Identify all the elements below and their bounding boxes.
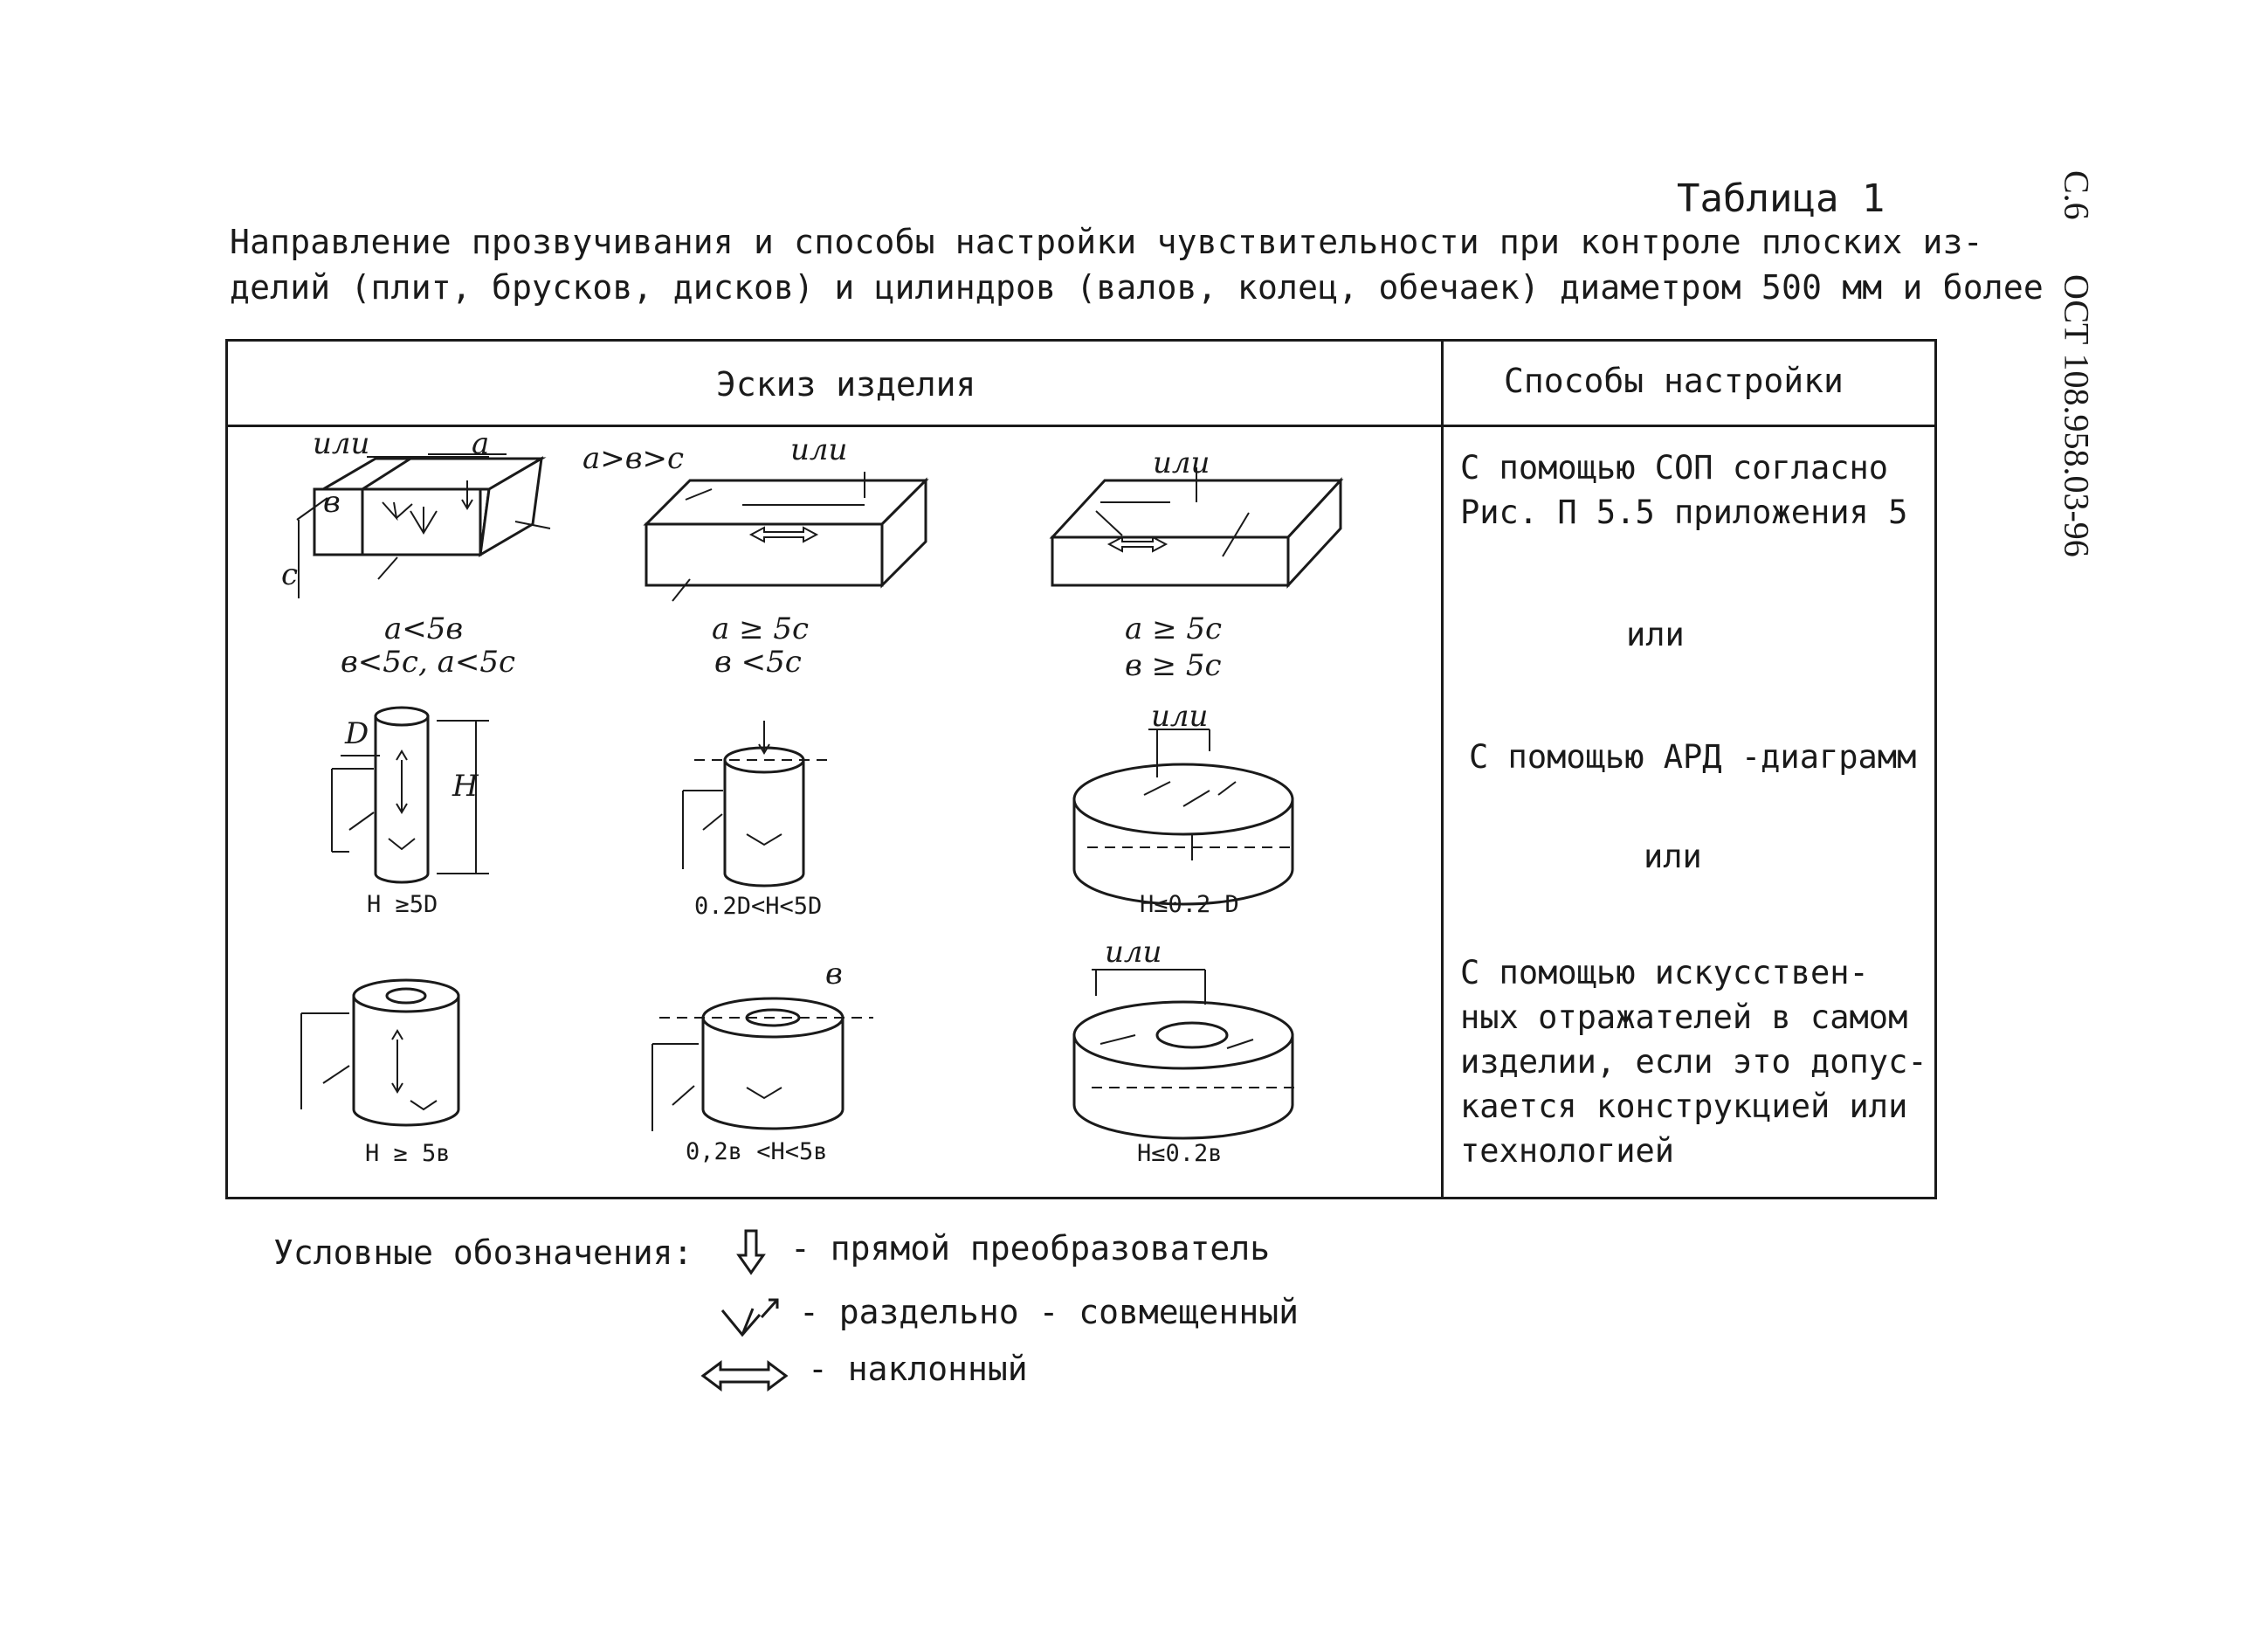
method-3-line-1: С помощью искусствен- — [1460, 954, 1869, 991]
sketch-tube-tall — [300, 978, 460, 1127]
header-sketch: Эскиз изделия — [716, 365, 976, 404]
method-3-line-5: технологией — [1460, 1132, 1675, 1170]
cond-2-2: 0.2D<H<5D — [694, 893, 823, 920]
header-methods: Способы настройки — [1504, 362, 1844, 400]
sketch-plate-wide — [1049, 467, 1344, 589]
table-caption-line-1: Направление прозвучивания и способы наст… — [230, 223, 1983, 261]
method-1-line-1: С помощью СОП согласно — [1460, 449, 1889, 487]
cond-1-2-a: a ≥ 5c — [712, 611, 810, 646]
column-divider — [1441, 339, 1444, 1199]
label-abc: a>в>c — [583, 441, 685, 476]
method-or-1: или — [1626, 616, 1685, 653]
page-number: С.6 — [2057, 170, 2097, 220]
label-c: c — [281, 557, 299, 592]
sketch-tube-medium — [651, 997, 873, 1131]
angle-probe-icon — [700, 1360, 789, 1392]
label-H: H — [452, 769, 479, 804]
cond-3-2: 0,2в <H<5в — [686, 1138, 828, 1165]
cond-1-1-a: a<5в — [384, 611, 464, 646]
legend-item-1: - прямой преобразователь — [790, 1229, 1271, 1268]
label-b: в — [323, 485, 341, 520]
cond-2-3: H≤0.2 D — [1140, 891, 1239, 918]
legend-title: Условные обозначения: — [273, 1233, 693, 1272]
straight-probe-icon — [736, 1229, 766, 1275]
sketch-cylinder-tall — [331, 706, 489, 884]
label-ili-4: или — [1151, 699, 1209, 734]
label-D: D — [345, 716, 369, 751]
method-1-line-2: Рис. П 5.5 приложения 5 — [1460, 494, 1908, 531]
table-frame — [225, 339, 1937, 1199]
cond-1-1-b: в<5c, a<5c — [341, 645, 515, 680]
sketch-ring — [1072, 969, 1301, 1140]
legend-item-3: - наклонный — [808, 1350, 1028, 1388]
sketch-bar-small — [296, 453, 551, 598]
method-3-line-2: ных отражателей в самом — [1460, 998, 1908, 1036]
label-a: a — [472, 426, 490, 461]
cond-1-3-b: в ≥ 5c — [1125, 648, 1222, 683]
header-divider — [225, 425, 1937, 427]
cond-3-3: H≤0.2в — [1137, 1140, 1223, 1167]
label-ili-2: или — [790, 432, 848, 467]
sketch-plate-narrow — [643, 472, 929, 602]
table-number: Таблица 1 — [1677, 176, 1885, 221]
sketch-disk — [1072, 729, 1297, 906]
dual-probe-icon — [720, 1298, 779, 1337]
table-caption-line-2: делий (плит, брусков, дисков) и цилиндро… — [230, 268, 2044, 307]
cond-3-1: H ≥ 5в — [365, 1140, 451, 1167]
label-ili-5: или — [1105, 935, 1162, 970]
label-b-2: в — [825, 957, 843, 991]
standard-code: ОСТ 108.958.03-96 — [2057, 273, 2097, 557]
legend-item-2: - раздельно - совмещенный — [799, 1293, 1299, 1331]
method-3-line-4: кается конструкцией или — [1460, 1088, 1908, 1125]
method-or-2: или — [1644, 838, 1702, 875]
method-2: С помощью АРД -диаграмм — [1469, 738, 1917, 776]
label-ili-3: или — [1153, 446, 1210, 480]
sketch-cylinder-medium — [682, 721, 834, 888]
cond-2-1: H ≥5D — [367, 891, 438, 918]
cond-1-3-a: a ≥ 5c — [1125, 611, 1223, 646]
method-3-line-3: изделии, если это допус- — [1460, 1043, 1927, 1081]
page-side-header: С.6 ОСТ 108.958.03-96 — [2057, 170, 2097, 660]
cond-1-2-b: в <5c — [714, 645, 802, 680]
label-ili: или — [313, 426, 370, 461]
